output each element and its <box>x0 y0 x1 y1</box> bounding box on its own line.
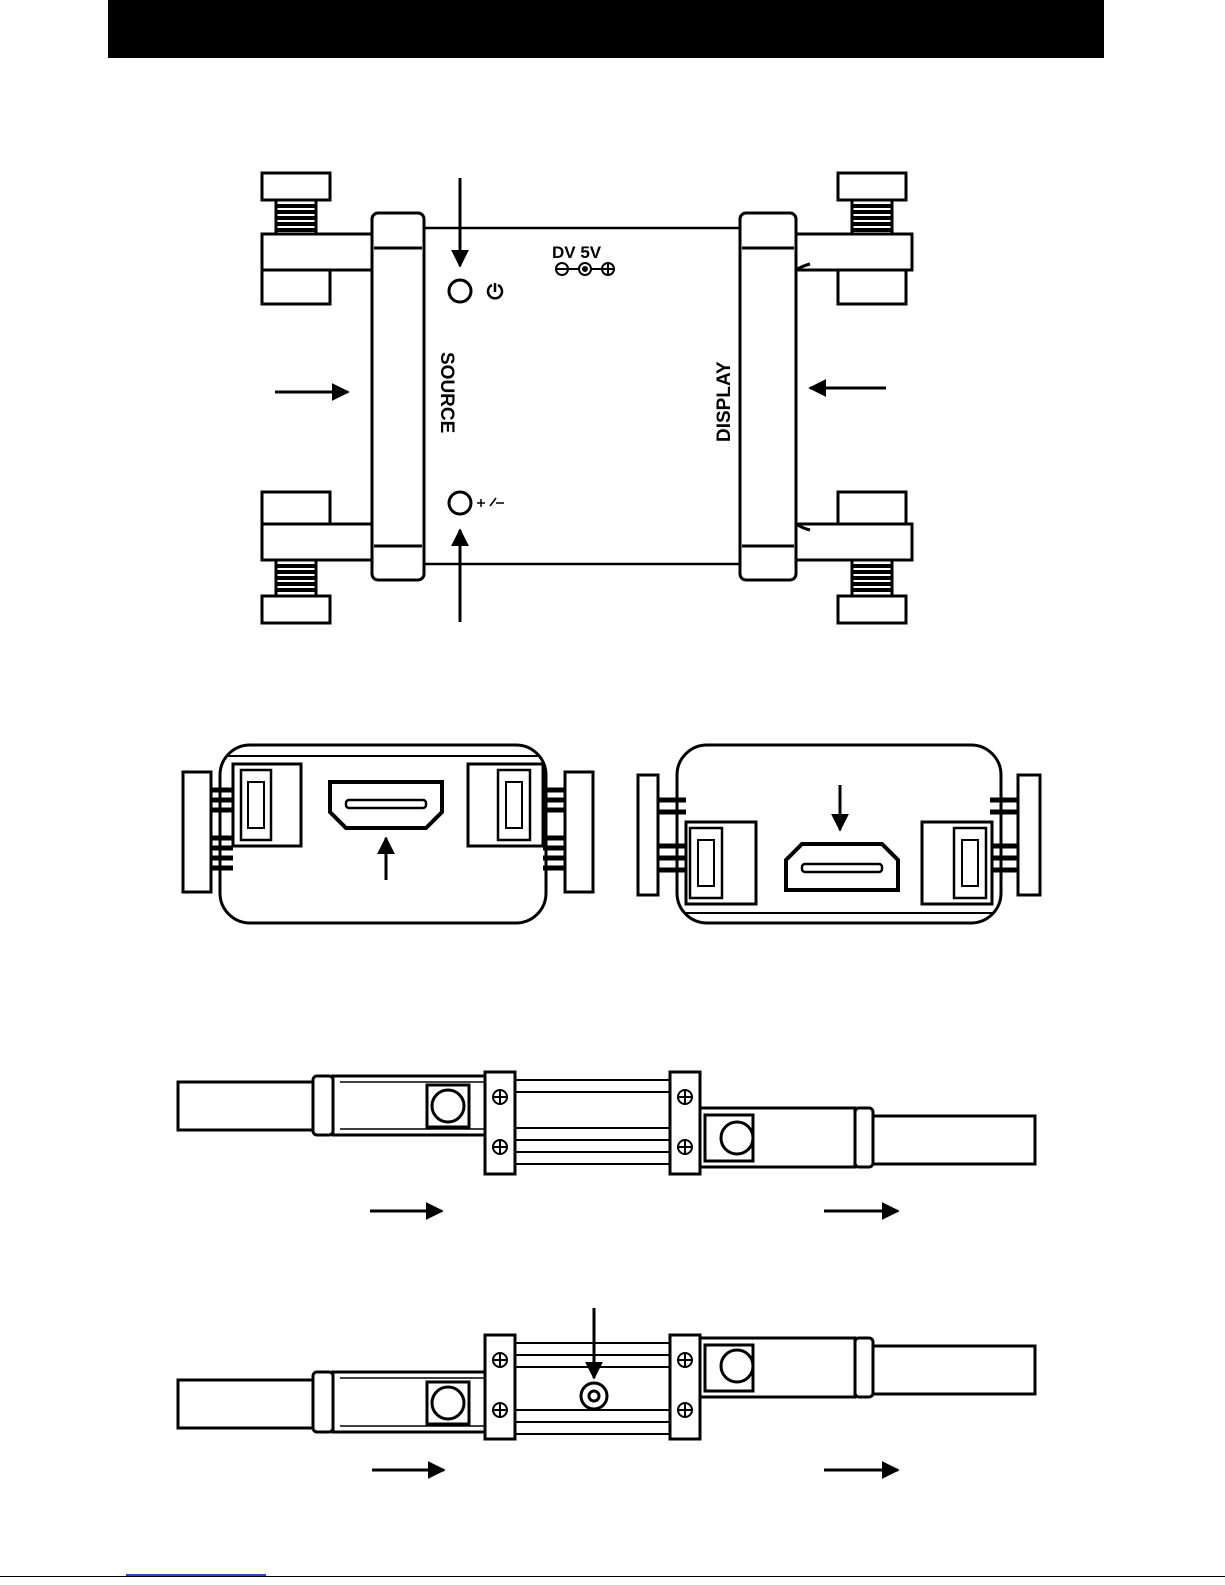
side-view-inline <box>178 1072 1035 1211</box>
source-end-view <box>183 745 593 923</box>
source-label: SOURCE <box>436 352 457 433</box>
power-jack <box>581 1383 607 1409</box>
thumbscrew-top-right <box>794 173 912 304</box>
top-view <box>262 173 912 623</box>
source-end-cap <box>372 213 424 580</box>
footer-link-underline <box>126 1574 266 1576</box>
display-end-cap <box>740 213 796 580</box>
side-view-with-power <box>178 1308 1035 1470</box>
screw-icons <box>493 1090 692 1154</box>
display-label: DISPLAY <box>714 361 735 442</box>
thumbscrew-bottom-right <box>794 492 912 623</box>
thumbscrew-top-left <box>262 173 374 304</box>
display-end-view <box>638 745 1040 923</box>
thumbscrew-bottom-left <box>262 492 374 623</box>
footer-rule <box>0 1576 1225 1577</box>
power-input-label: DV 5V <box>552 243 602 262</box>
